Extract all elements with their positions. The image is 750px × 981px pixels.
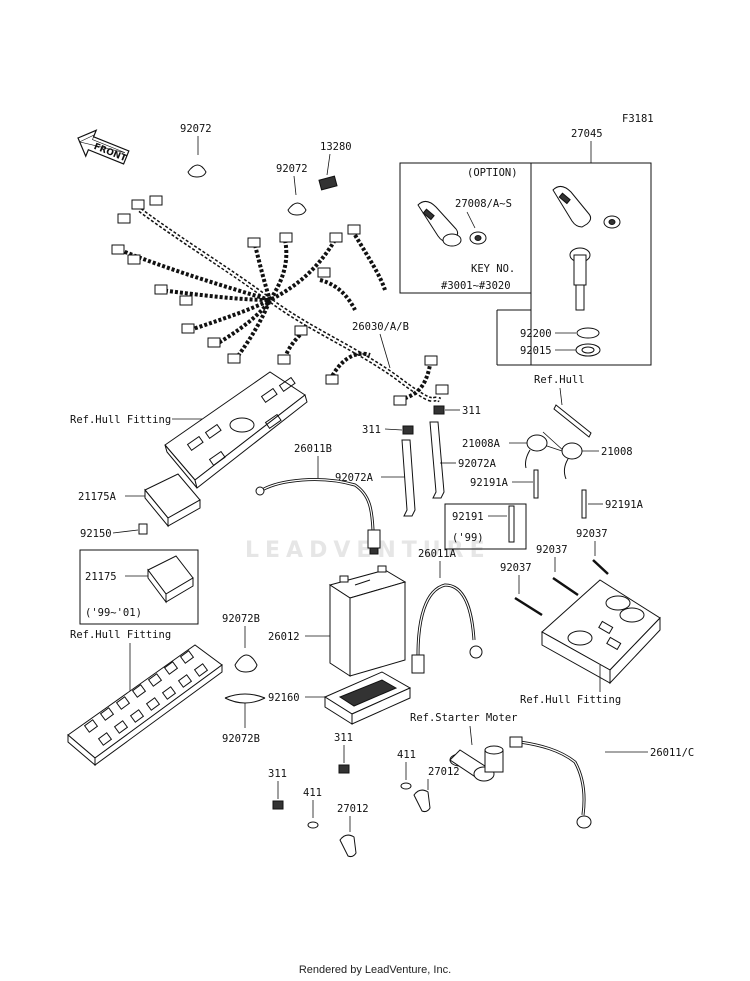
hull-fitting-plate-top [164,371,308,489]
washer-411-b [307,821,319,829]
battery-strap-92072A-right [429,421,445,499]
ignition-key-27008-icon [417,201,487,247]
label-99-01: ('99~'01) [85,607,142,619]
label-92037-c: 92037 [500,562,532,574]
label-92037-b: 92037 [576,528,608,540]
label-92200: 92200 [520,328,552,340]
label-92191: 92191 [452,511,484,523]
relay-21008-icon [561,442,583,480]
ref-hull-fitting-1: Ref.Hull Fitting [70,414,171,426]
label-21175: 21175 [85,571,117,583]
label-311-a: 311 [362,424,381,436]
label-92072-top: 92072 [180,123,212,135]
battery-26012-icon [328,565,407,677]
label-92072-mid: 92072 [276,163,308,175]
label-26011C: 26011/C [650,747,694,759]
terminal-27012-b [339,834,357,858]
label-92160: 92160 [268,692,300,704]
stud-92191 [508,505,515,543]
washer-92200 [576,327,600,339]
tie-92037-b [592,559,609,575]
figure-code: F3181 [622,113,654,125]
label-411-b: 411 [303,787,322,799]
label-21175A: 21175A [78,491,117,503]
washer-411-a [400,782,412,790]
label-26030: 26030/A/B [352,321,409,333]
nut-311-d [272,800,284,810]
label-311-b: 311 [462,405,481,417]
module-box-21175 [79,549,199,625]
ignition-box-27045 [530,162,652,366]
label-92191A-right: 92191A [605,499,644,511]
label-92072A-right: 92072A [458,458,497,470]
label-21008: 21008 [601,446,633,458]
label-26011A: 26011A [418,548,457,560]
clip-92072-top [187,164,207,178]
label-plate-13280 [318,175,338,191]
control-module-21175A-icon [144,473,201,528]
ref-hull-fitting-3: Ref.Hull Fitting [520,694,621,706]
label-27045: 27045 [571,128,603,140]
key-no-label: KEY NO. [471,263,515,275]
stud-92191A-left [533,469,539,499]
clip-92072-mid [287,202,307,216]
stud-box-92191 [444,503,527,550]
tie-92037-a [552,576,579,597]
label-92150: 92150 [80,528,112,540]
battery-tray-92160-icon [323,671,412,725]
screw-92150 [138,523,148,535]
label-92072B-bottom: 92072B [222,733,260,745]
tie-92037-c [514,596,543,617]
label-311-d: 311 [268,768,287,780]
battery-strap-92072A-left [401,439,416,517]
key-range-label: #3001~#3020 [441,280,511,292]
label-311-c: 311 [334,732,353,744]
label-27008: 27008/A~S [455,198,512,210]
nut-311-c [338,764,350,774]
label-99: ('99) [452,532,484,544]
cable-26011C [519,740,586,816]
cable-26011B [261,478,375,531]
nut-311-b [433,405,445,415]
label-27012-b: 27012 [337,803,369,815]
label-13280: 13280 [320,141,352,153]
ignition-switch-27045-icon [552,186,621,311]
hull-fitting-tray-right [541,579,661,685]
control-module-21175-icon [147,555,194,604]
label-92072B-top: 92072B [222,613,260,625]
terminal-27012-a [413,789,431,813]
starter-motor-icon [449,745,504,782]
wiring-harness-26030 [111,195,449,406]
stud-92191A-right [581,489,587,519]
ref-hull-top: Ref.Hull [534,374,585,386]
hull-fitting-plate-bottom [67,644,223,767]
option-label: (OPTION) [467,167,518,179]
ref-starter-moter: Ref.Starter Moter [410,712,517,724]
hull-bracket [553,404,592,438]
label-21008A: 21008A [462,438,501,450]
label-26012: 26012 [268,631,300,643]
nut-311-a [402,425,414,435]
cable-26011A [416,583,476,656]
label-92015: 92015 [520,345,552,357]
label-411-a: 411 [397,749,416,761]
clip-92072B-top [234,654,258,673]
label-92037-a: 92037 [536,544,568,556]
relay-21008A-icon [525,434,548,469]
clip-92072B-bottom [224,693,266,699]
label-26011B: 26011B [294,443,332,455]
ref-hull-fitting-2: Ref.Hull Fitting [70,629,171,641]
footer-credit: Rendered by LeadVenture, Inc. [298,964,452,976]
front-arrow-icon: FRONT [77,129,130,165]
label-92191A-left: 92191A [470,477,509,489]
label-27012-a: 27012 [428,766,460,778]
